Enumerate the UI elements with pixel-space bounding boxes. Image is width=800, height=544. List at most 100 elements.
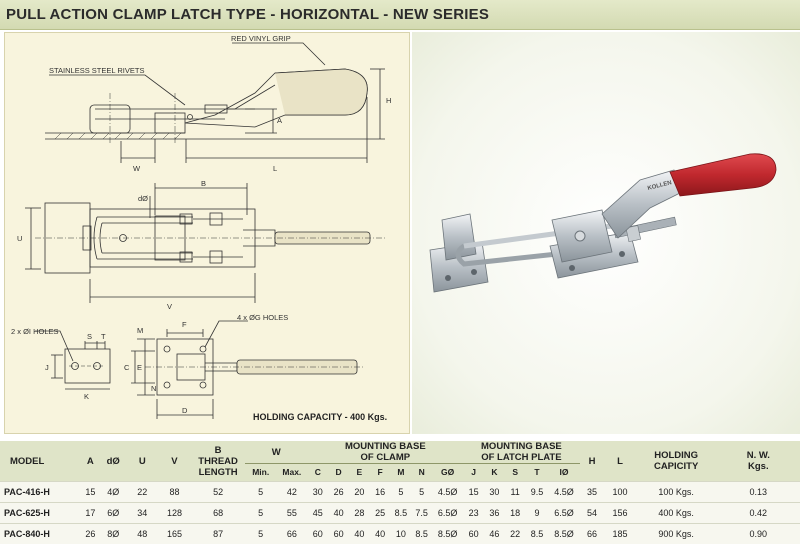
th-mb-latch: MOUNTING BASE OF LATCH PLATE xyxy=(463,441,580,464)
table-cell: 46 xyxy=(489,529,500,540)
title-bar: PULL ACTION CLAMP LATCH TYPE - HORIZONTA… xyxy=(0,0,800,30)
table-cell: 5 xyxy=(258,529,264,540)
th-nw-line1: N. W. xyxy=(746,450,770,461)
th-b: B THREAD LENGTH xyxy=(191,441,245,482)
table-cell: 11 xyxy=(510,487,520,498)
th-model: MODEL xyxy=(10,455,45,467)
table-cell: 22 xyxy=(137,487,148,498)
table-cell: 20 xyxy=(354,487,365,498)
table-cell: 22 xyxy=(510,529,521,540)
label-d: dØ xyxy=(138,194,148,203)
th-b-line1: B xyxy=(214,444,222,456)
th-mb-latch-line2: OF LATCH PLATE xyxy=(481,452,562,463)
label-k: K xyxy=(84,392,89,401)
th-latch-i: IØ xyxy=(559,467,569,477)
label-w: W xyxy=(133,164,141,173)
th-clamp-f: F xyxy=(377,467,383,477)
th-latch-s: S xyxy=(512,467,518,477)
table-cell: 8.5Ø xyxy=(554,529,574,540)
table-cell: 26 xyxy=(85,529,96,540)
table-cell: 8.5 xyxy=(530,529,544,540)
th-mb-latch-line1: MOUNTING BASE xyxy=(481,441,562,452)
table-cell: 7.5 xyxy=(415,508,428,519)
table-cell: 34 xyxy=(137,508,148,519)
table-cell: 66 xyxy=(286,529,297,540)
label-v: V xyxy=(167,302,172,311)
table-cell: 40 xyxy=(333,508,344,519)
label-a: A xyxy=(277,116,282,125)
th-holding: HOLDING CAPICITY xyxy=(636,441,717,482)
table-cell: 25 xyxy=(375,508,386,519)
table-cell: 185 xyxy=(612,529,628,540)
th-clamp-n: N xyxy=(418,467,425,477)
label-s: S xyxy=(87,332,92,341)
th-nw: N. W. Kgs. xyxy=(717,441,800,482)
table-cell: 165 xyxy=(166,529,182,540)
table-cell: 156 xyxy=(612,508,628,519)
table-cell: 5 xyxy=(258,508,264,519)
th-latch-k: K xyxy=(491,467,498,477)
th-mb-clamp: MOUNTING BASE OF CLAMP xyxy=(307,441,464,464)
table-cell: 0.42 xyxy=(749,508,768,519)
table-cell: 55 xyxy=(286,508,297,519)
table-cell: 4.5Ø xyxy=(437,487,458,498)
th-u: U xyxy=(138,455,146,467)
table-cell: 10 xyxy=(395,529,406,540)
th-w-min: Min. xyxy=(252,467,270,477)
label-e: E xyxy=(137,363,142,372)
clamp-base-view xyxy=(131,320,365,419)
table-cell: 5 xyxy=(258,487,264,498)
th-clamp-g: GØ xyxy=(441,467,455,477)
table-cell: 16 xyxy=(375,487,386,498)
label-f: F xyxy=(182,320,187,329)
table-cell: 54 xyxy=(587,508,598,519)
table-cell: 15 xyxy=(85,487,96,498)
th-a: A xyxy=(86,455,94,467)
table-cell: 6.5Ø xyxy=(437,508,458,519)
label-c: C xyxy=(124,363,130,372)
table-cell: 15 xyxy=(468,487,479,498)
table-cell: 0.90 xyxy=(749,529,768,540)
label-holes-g: 4 x ØG HOLES xyxy=(237,313,288,322)
drawing-svg: RED VINYL GRIP STAINLESS STEEL RIVETS H … xyxy=(11,34,391,419)
table-cell: 6Ø xyxy=(107,508,120,519)
table-cell: 128 xyxy=(166,508,182,519)
table-cell: 18 xyxy=(510,508,521,519)
spec-table: MODEL A dØ U V B THREAD LENGTH W MOUNTIN… xyxy=(0,441,800,544)
label-h: H xyxy=(386,96,391,105)
th-mb-clamp-line1: MOUNTING BASE xyxy=(344,441,426,452)
label-t: T xyxy=(101,332,106,341)
top-view xyxy=(25,183,385,303)
product-photo: KOLLEN xyxy=(412,32,800,434)
header-row-1: MODEL A dØ U V B THREAD LENGTH W MOUNTIN… xyxy=(0,441,800,478)
table-cell: 60 xyxy=(333,529,344,540)
th-v: V xyxy=(171,455,178,467)
table-cell: 100 xyxy=(612,487,628,498)
technical-drawing: RED VINYL GRIP STAINLESS STEEL RIVETS H … xyxy=(4,32,410,434)
th-l: L xyxy=(617,455,623,467)
table-cell: 48 xyxy=(137,529,148,540)
th-b-line3: LENGTH xyxy=(198,466,238,478)
table-cell: 23 xyxy=(468,508,479,519)
side-view xyxy=(45,42,385,163)
th-w-max: Max. xyxy=(282,467,302,477)
table-cell: 60 xyxy=(312,529,323,540)
th-latch-t: T xyxy=(534,467,540,477)
label-dim-d: D xyxy=(182,406,188,415)
latch-plate-view xyxy=(35,330,111,390)
label-j: J xyxy=(45,363,49,372)
th-b-line2: THREAD xyxy=(198,455,238,467)
label-n: N xyxy=(151,384,156,393)
label-holes-i: 2 x ØI HOLES xyxy=(11,327,59,336)
th-clamp-m: M xyxy=(397,467,405,477)
th-clamp-c: C xyxy=(314,467,321,477)
table-cell: 30 xyxy=(312,487,323,498)
th-clamp-e: E xyxy=(356,467,363,477)
th-latch-j: J xyxy=(471,467,476,477)
page-title: PULL ACTION CLAMP LATCH TYPE - HORIZONTA… xyxy=(6,6,490,23)
table-cell: 900 Kgs. xyxy=(658,529,694,540)
brand-mark: KOLLEN xyxy=(647,180,672,192)
table-cell: 0.13 xyxy=(749,487,768,498)
